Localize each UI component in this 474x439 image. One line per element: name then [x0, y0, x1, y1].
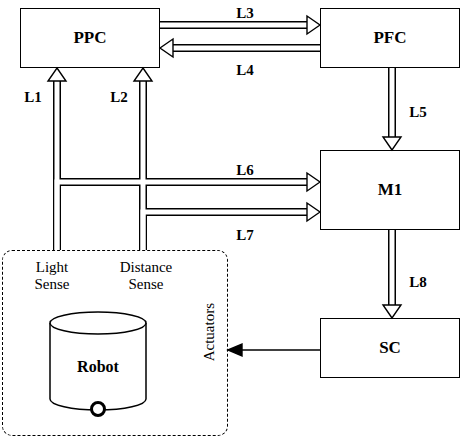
double-line-inner: [390, 230, 395, 306]
arrow-head: [383, 137, 401, 150]
connector-outline: [392, 68, 393, 138]
connector-outline: [392, 230, 393, 306]
link-label: L8: [409, 274, 427, 291]
arrow-head: [307, 203, 320, 221]
connector-outline: [160, 25, 308, 26]
link-label: L2: [110, 89, 128, 106]
link-label: L5: [409, 104, 427, 121]
process-box: PFC: [320, 8, 460, 68]
link-label: L4: [236, 62, 254, 79]
double-line-outer: [143, 212, 308, 250]
cylinder-top: [50, 312, 146, 334]
double-line-inner: [390, 68, 395, 138]
robot-body: Robot: [49, 311, 147, 415]
robot-label: Robot: [77, 358, 119, 375]
double-line-outer: [172, 44, 320, 52]
connector: [228, 344, 242, 356]
arrow-head: [228, 344, 242, 356]
actuator-label: Actuators: [201, 303, 218, 361]
double-line-outer: [388, 68, 396, 138]
double-line-outer: [388, 230, 396, 306]
connector: [383, 68, 401, 150]
double-line-inner: [57, 182, 308, 250]
signal-line: [241, 349, 320, 351]
box-title: SC: [379, 338, 401, 358]
wheel-symbol: [92, 403, 105, 416]
link-label: L7: [236, 227, 254, 244]
arrow-head: [160, 39, 173, 57]
process-box: SC: [320, 318, 460, 378]
sensor-label: Distance Sense: [105, 259, 187, 293]
connector-outline: [143, 212, 308, 250]
box-title: PPC: [73, 28, 106, 48]
connector: [57, 173, 320, 250]
cylinder-side: [50, 323, 146, 410]
connector: [383, 230, 401, 318]
double-line-outer: [160, 21, 308, 29]
robot-group: Light Sense Distance SenseActuatorsRobot: [2, 250, 228, 436]
arrow-head: [48, 68, 66, 81]
process-box: PPC: [20, 8, 160, 68]
connector: [160, 39, 320, 57]
process-box: M1: [320, 150, 460, 230]
double-line-outer: [57, 182, 308, 250]
box-title: M1: [378, 180, 403, 200]
link-label: L1: [24, 89, 42, 106]
connector-outline: [241, 350, 320, 351]
link-label: L3: [236, 5, 254, 22]
sensor-label: Light Sense: [19, 259, 85, 293]
double-line-inner: [172, 46, 320, 51]
connector: [143, 203, 320, 250]
double-line-inner: [143, 212, 308, 250]
link-label: L6: [236, 162, 254, 179]
arrow-head: [134, 68, 152, 81]
arrow-head: [307, 16, 320, 34]
connector-outline: [172, 48, 320, 49]
connector-outline: [57, 182, 308, 250]
box-title: PFC: [373, 28, 406, 48]
arrow-head: [307, 173, 320, 191]
double-line-inner: [160, 23, 308, 28]
arrow-head: [383, 305, 401, 318]
